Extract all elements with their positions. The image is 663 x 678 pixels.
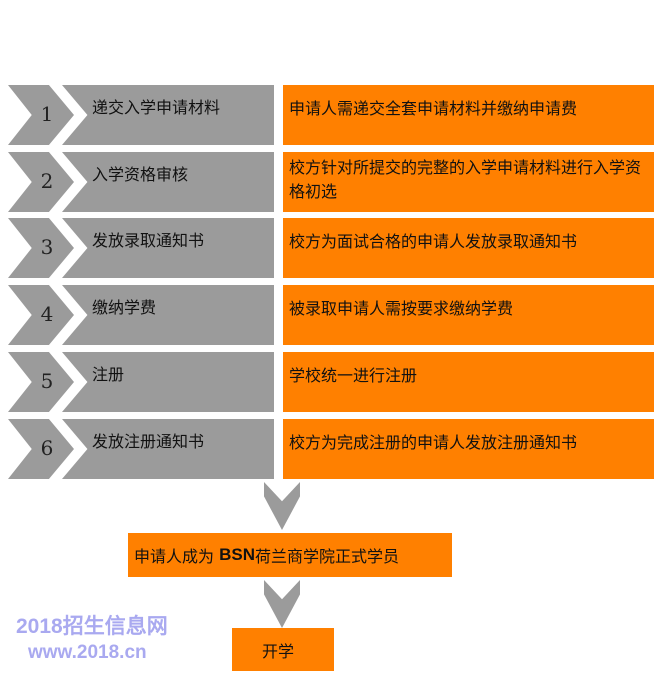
step-number: 6 [40,436,54,460]
step-title: 入学资格审核 [92,165,189,184]
final-label: 开学 [262,641,295,661]
step-title: 递交入学申请材料 [92,98,221,117]
result-box: 申请人成为 BSN 荷兰商学院正式学员 [128,533,452,577]
step-row: 1 递交入学申请材料 申请人需递交全套申请材料并缴纳申请费 [0,85,663,145]
step-bar [62,152,274,212]
step-title: 注册 [92,365,125,384]
step-title: 发放录取通知书 [92,231,205,250]
step-description: 学校统一进行注册 [283,352,654,412]
step-number: 1 [40,102,54,126]
step-number: 3 [40,235,54,259]
down-arrow-icon [264,482,300,530]
step-description: 校方为完成注册的申请人发放注册通知书 [283,419,654,479]
step-bar [62,218,274,278]
step-number: 5 [40,369,54,393]
step-row: 2 入学资格审核 校方针对所提交的完整的入学申请材料进行入学资格初选 [0,152,663,212]
step-bar [62,85,274,145]
step-row: 3 发放录取通知书 校方为面试合格的申请人发放录取通知书 [0,218,663,278]
step-title: 发放注册通知书 [92,432,205,451]
watermark-url: www.2018.cn [28,642,147,663]
step-number: 4 [40,302,54,326]
step-bar [62,419,274,479]
step-row: 5 注册 学校统一进行注册 [0,352,663,412]
step-bar [62,285,274,345]
result-suffix: 荷兰商学院正式学员 [255,547,400,566]
step-description: 校方为面试合格的申请人发放录取通知书 [283,218,654,278]
step-number: 2 [40,169,54,193]
step-title: 缴纳学费 [92,298,157,317]
step-description: 校方针对所提交的完整的入学申请材料进行入学资格初选 [283,152,654,212]
result-brand: BSN [219,545,255,564]
step-description: 申请人需递交全套申请材料并缴纳申请费 [283,85,654,145]
step-row: 6 发放注册通知书 校方为完成注册的申请人发放注册通知书 [0,419,663,479]
step-bar [62,352,274,412]
step-description: 被录取申请人需按要求缴纳学费 [283,285,654,345]
step-row: 4 缴纳学费 被录取申请人需按要求缴纳学费 [0,285,663,345]
watermark-title: 2018招生信息网 [16,615,168,638]
result-prefix: 申请人成为 [134,547,220,566]
down-arrow-icon [264,580,300,628]
final-box: 开学 [232,628,334,671]
